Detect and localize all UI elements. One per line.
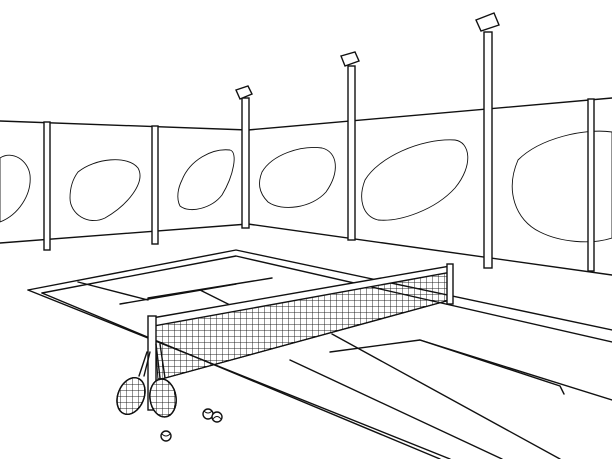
court-outer-boundary xyxy=(27,249,612,331)
fence-mesh-patch xyxy=(0,154,31,223)
center-line xyxy=(199,289,231,306)
tennis-ball xyxy=(211,411,223,423)
baseline xyxy=(331,333,561,459)
fence-mesh-patch xyxy=(177,149,235,210)
fence-mesh-patch xyxy=(69,159,141,221)
light-pole xyxy=(340,51,360,241)
net-post xyxy=(147,315,157,411)
fence-posts xyxy=(43,98,595,272)
net-post xyxy=(446,263,454,305)
court-inner-boundary xyxy=(41,255,612,343)
service-line xyxy=(289,359,503,459)
tennis-ball xyxy=(160,430,172,442)
court-lines xyxy=(27,249,612,459)
net-mesh xyxy=(153,269,451,381)
center-line xyxy=(329,339,565,395)
service-line xyxy=(147,277,273,299)
fence-right-wall xyxy=(247,97,612,276)
tennis-net xyxy=(147,263,454,411)
fence-left-wall xyxy=(0,120,249,244)
light-pole xyxy=(235,85,253,229)
light-pole xyxy=(475,12,500,269)
fence-post xyxy=(587,98,595,272)
fence-post xyxy=(43,121,51,251)
fence-mesh-patches xyxy=(0,130,612,243)
service-line xyxy=(77,281,149,301)
tennis-balls xyxy=(160,408,223,442)
light-poles xyxy=(235,12,500,269)
fence-post xyxy=(151,125,159,245)
fence-mesh-patch xyxy=(511,130,612,243)
fence-mesh-patch xyxy=(361,139,469,221)
fence-mesh-patch xyxy=(259,147,336,208)
